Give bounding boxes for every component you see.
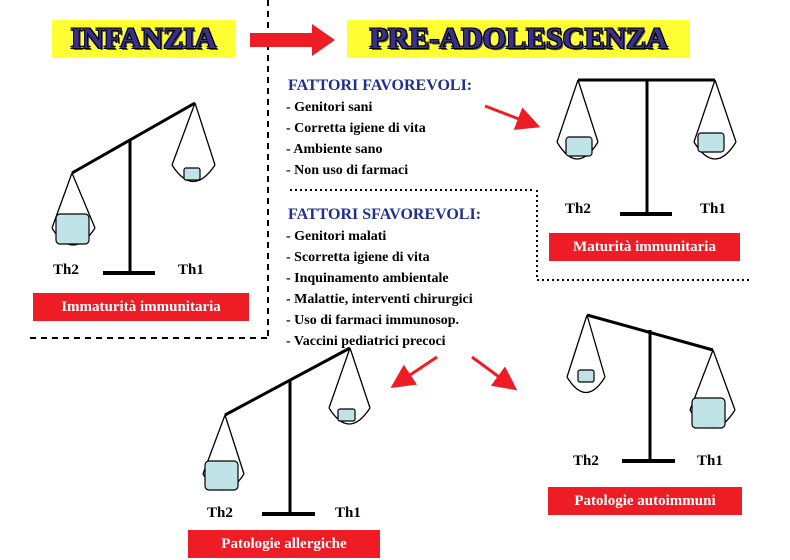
balance-infancy [51,101,216,275]
infancy-th2-label: Th2 [53,262,79,278]
balance-maturity [556,78,737,216]
balance-allergic [202,346,371,516]
balance-pan-left [556,79,599,160]
allergic-th1-label: Th1 [335,505,361,521]
balance-autoimmune [566,313,736,463]
unfavorable-factor-item: - Inquinamento ambientale [286,271,449,286]
infancy-th1-label: Th1 [178,262,204,278]
autoimmune-th2-label: Th2 [573,453,599,469]
maturity-th2-label: Th2 [565,201,591,217]
stage-arrow [250,24,335,56]
balance-beam [71,101,196,175]
autoimmune-arrow [471,355,518,391]
autoimmune-th1-label: Th1 [697,453,723,469]
balance-weight-right [697,132,725,153]
unfavorable-factor-item: - Malattie, interventi chirurgici [286,292,473,307]
unfavorable-factor-item: - Scorretta igiene di vita [286,250,430,265]
balance-weight-right [691,397,726,429]
balance-weight-right [183,167,201,181]
unfavorable-factor-item: - Uso di farmaci immunosop. [286,313,460,328]
stage-title-infancy: INFANZIA [52,20,235,58]
favorable-factor-item: - Non uso di farmaci [286,163,409,178]
balance-weight-left [565,136,593,157]
maturity-th1-label: Th1 [700,201,726,217]
allergic-arrow [390,355,438,388]
balance-weight-left [55,213,90,245]
balance-weight-left [577,369,595,383]
unfavorable-factor-item: - Vaccini pediatrici precoci [286,334,446,349]
stage-title-pre-adolescence: PRE-ADOLESCENZA [347,20,690,58]
balance-weight-left [204,460,239,491]
balance-pan-right [171,102,216,182]
allergic-result-label: Patologie allergiche [188,530,380,558]
unfavorable-factors-list: - Genitori malati - Scorretta igiene di … [286,226,473,352]
favorable-factors-title: FATTORI FAVOREVOLI: [288,77,473,94]
allergic-th2-label: Th2 [207,505,233,521]
unfavorable-factors-title: FATTORI SFAVOREVOLI: [288,206,482,223]
favorable-factor-item: - Genitori sani [286,100,373,115]
autoimmune-result-label: Patologie autoimmuni [548,487,742,515]
balance-beam [224,346,351,417]
unfavorable-factor-item: - Genitori malati [286,229,387,244]
favorable-factor-item: - Ambiente sano [286,142,383,157]
maturity-result-label: Maturità immunitaria [549,233,740,261]
favorable-factor-item: - Corretta igiene di vita [286,121,426,136]
balance-pan-left [566,314,606,394]
favorable-factors-list: - Genitori sani - Corretta igiene di vit… [286,97,426,181]
balance-pan-right [328,347,371,425]
balance-weight-right [337,408,356,422]
infancy-result-label: Immaturità immunitaria [33,293,249,321]
favorable-arrow [484,104,541,130]
